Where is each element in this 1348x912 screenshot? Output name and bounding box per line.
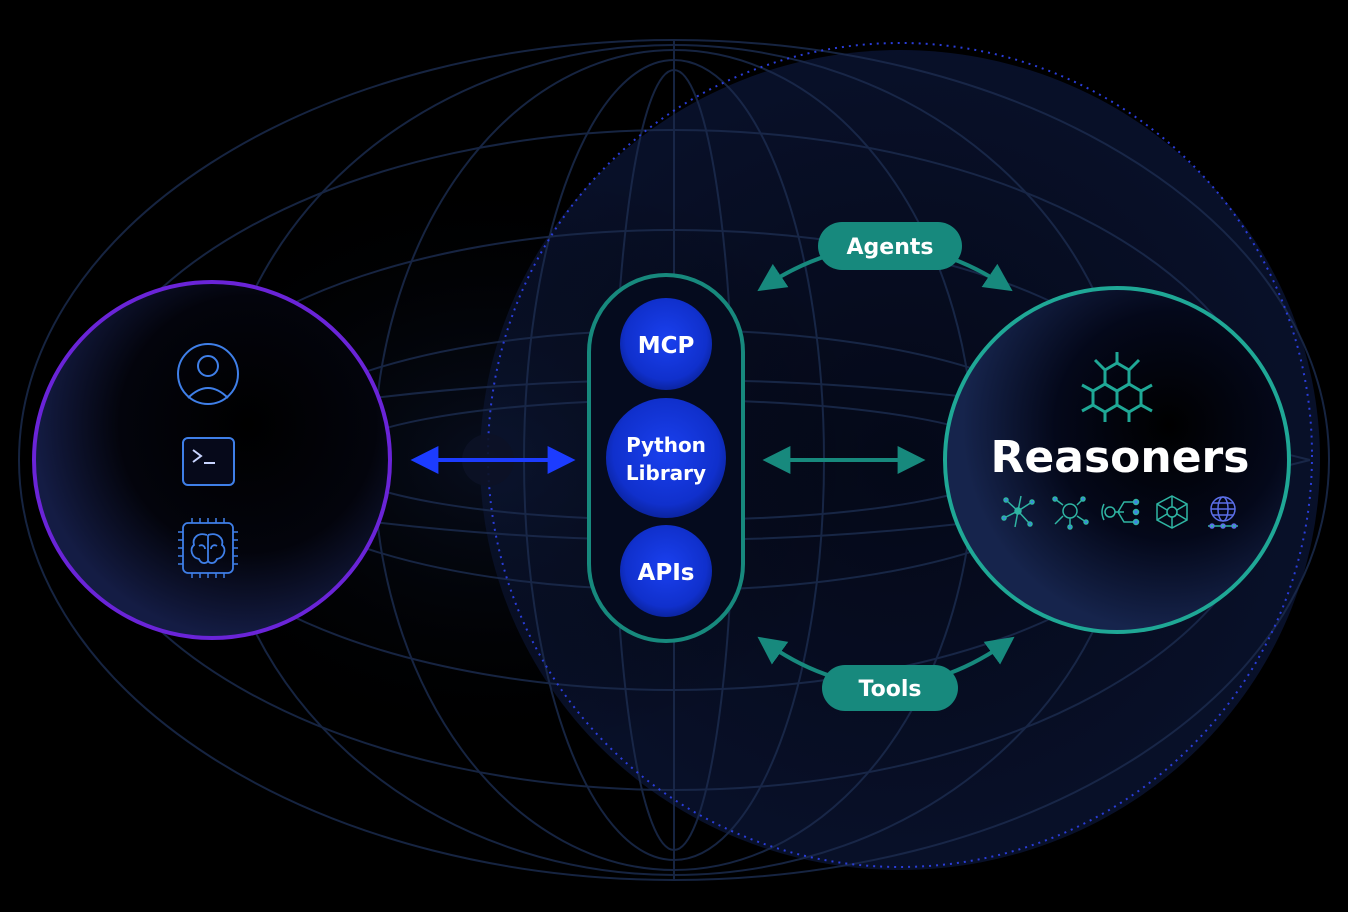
terminal-icon — [182, 437, 235, 486]
platform-boundary-ring — [487, 42, 1313, 868]
agents-pill[interactable] — [818, 222, 962, 270]
clients-group — [32, 280, 392, 640]
reasoners-group: Reasoners — [943, 286, 1291, 634]
python-library-label-line1: Python — [626, 433, 706, 457]
branch-icon — [1101, 498, 1140, 526]
mcp-label: MCP — [638, 333, 695, 359]
hexagon-network-icon — [1156, 495, 1188, 529]
python-library-label-line2: Library — [626, 461, 706, 485]
network-star-icon — [1001, 495, 1035, 528]
mcp-node[interactable] — [620, 298, 712, 390]
python-library-node[interactable] — [606, 398, 726, 518]
molecule-icon — [1081, 352, 1153, 422]
tools-pill[interactable] — [822, 665, 958, 711]
user-icon — [177, 343, 239, 405]
apis-label: APIs — [638, 560, 695, 586]
reasoners-circle — [943, 286, 1291, 634]
reasoners-title: Reasoners — [991, 432, 1250, 483]
tools-label: Tools — [859, 677, 922, 702]
ai-chip-icon — [178, 518, 238, 578]
globe-icon — [1208, 496, 1238, 529]
integration-hub: MCP Python Library APIs — [587, 273, 745, 643]
agents-label: Agents — [847, 235, 934, 260]
node-hub-icon — [1052, 496, 1089, 530]
apis-node[interactable] — [620, 525, 712, 617]
